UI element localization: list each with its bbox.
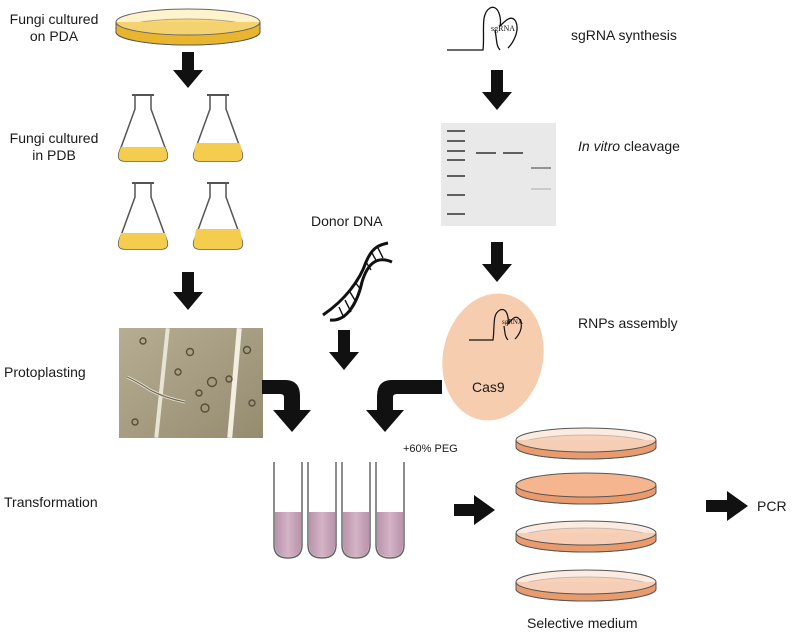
label-cas9: Cas9 <box>472 379 505 395</box>
tube-icon <box>273 462 303 559</box>
selective-plate <box>515 569 657 602</box>
pda-petri-dish <box>115 8 261 46</box>
label-protoplasting: Protoplasting <box>4 364 86 380</box>
arrow-down-2 <box>173 272 203 310</box>
tube-icon <box>375 462 405 559</box>
cas9-rnp <box>442 293 544 421</box>
flask-icon <box>192 182 244 250</box>
arrow-down-5 <box>482 242 512 282</box>
flask-icon <box>192 94 244 162</box>
label-fungi-pda: Fungi cultured on PDA <box>9 11 99 44</box>
arrow-right-1 <box>454 495 495 525</box>
label-selective-medium: Selective medium <box>527 615 638 631</box>
selective-plate <box>515 472 657 505</box>
label-rnps-assembly: RNPs assembly <box>578 315 678 331</box>
tube-icon <box>307 462 337 559</box>
label-fungi-pdb: Fungi cultured in PDB <box>9 130 99 163</box>
selective-plate <box>515 520 657 553</box>
arrow-right-2 <box>706 491 748 521</box>
arrow-down-4 <box>482 70 512 110</box>
label-sgrna-synthesis: sgRNA synthesis <box>571 27 677 43</box>
dna-helix-icon <box>322 241 393 322</box>
label-cleavage: cleavage <box>620 138 680 154</box>
label-peg: +60% PEG <box>403 443 458 455</box>
sgrna-tag-top: sgRNA <box>491 24 515 33</box>
selective-plate <box>515 427 657 460</box>
label-transformation: Transformation <box>4 494 98 510</box>
label-in-vitro-italic: In vitro <box>578 138 621 154</box>
arrow-down-1 <box>173 52 203 88</box>
arrow-down-3 <box>329 330 359 370</box>
sgrna-tag-rnp: sgRNA <box>502 318 523 326</box>
label-donor-dna: Donor DNA <box>311 213 383 229</box>
gel-image <box>441 123 556 226</box>
curved-arrow-left-down <box>366 380 442 432</box>
label-pcr: PCR <box>757 498 787 514</box>
protoplast-micrograph <box>119 328 263 439</box>
flask-icon <box>117 182 169 250</box>
curved-arrow-right-down <box>262 380 311 432</box>
sgrna-icon <box>447 6 518 51</box>
label-in-vitro-cleavage: In vitro cleavage <box>578 138 680 155</box>
tube-icon <box>341 462 371 559</box>
flask-icon <box>117 94 169 162</box>
